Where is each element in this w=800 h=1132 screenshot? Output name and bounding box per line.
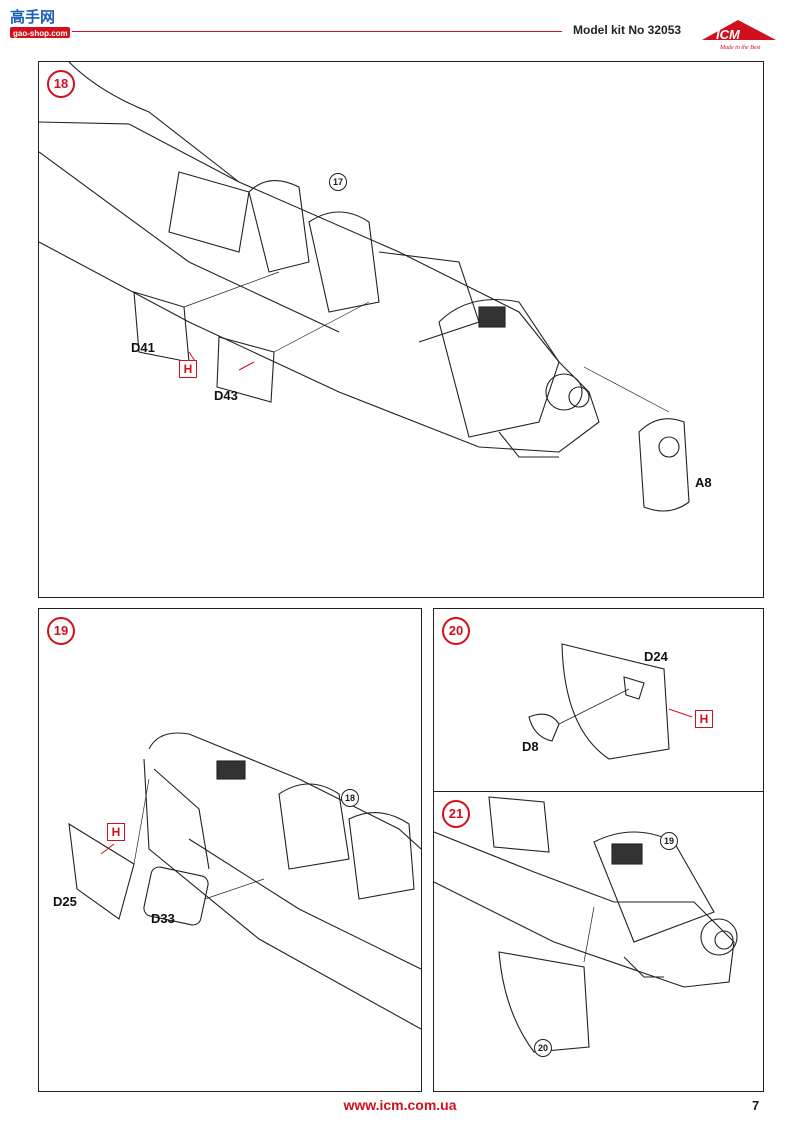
step-18-panel: 18 17 D41 H D43 A8	[38, 61, 764, 598]
step-21-drawing	[434, 796, 738, 1053]
kit-title: Model kit No 32053	[573, 23, 682, 37]
brand-logo-text: 高手网	[10, 8, 55, 26]
icm-logo-text: ICM	[716, 27, 741, 42]
step-20-drawing	[528, 643, 693, 760]
part-label-d8: D8	[522, 739, 539, 754]
step-badge: 20	[442, 617, 470, 645]
footer-url[interactable]: www.icm.com.ua	[343, 1097, 457, 1113]
paint-marker-h: H	[695, 710, 713, 728]
brand-logo-subtext: gao-shop.com	[13, 29, 68, 38]
header-rule	[72, 31, 562, 32]
step-badge: 18	[47, 70, 75, 98]
ref-badge: 17	[329, 173, 347, 191]
part-label-d25: D25	[53, 894, 77, 909]
ref-badge: 20	[534, 1039, 552, 1057]
brand-logo: 高手网 gao-shop.com	[8, 6, 72, 40]
step-badge: 19	[47, 617, 75, 645]
ref-badge: 18	[341, 789, 359, 807]
paint-marker-h: H	[179, 360, 197, 378]
icm-logo: ICM Made in the Best	[702, 20, 776, 51]
page-number: 7	[752, 1098, 760, 1113]
step-18-drawing	[39, 62, 690, 512]
ref-badge: 19	[660, 832, 678, 850]
part-label-d43: D43	[214, 388, 238, 403]
step-19-panel: 19 18 H D25 D33	[38, 608, 422, 1092]
step-21-panel: 21 19 20	[433, 791, 764, 1092]
part-label-d33: D33	[151, 911, 175, 926]
part-label-a8: A8	[695, 475, 712, 490]
step-20-panel: 20 D24 H D8	[433, 608, 764, 793]
part-label-d41: D41	[131, 340, 155, 355]
icm-slogan: Made in the Best	[719, 45, 761, 51]
paint-marker-h: H	[107, 823, 125, 841]
step-badge: 21	[442, 800, 470, 828]
step-19-drawing	[68, 732, 421, 1030]
part-label-d24: D24	[644, 649, 668, 664]
